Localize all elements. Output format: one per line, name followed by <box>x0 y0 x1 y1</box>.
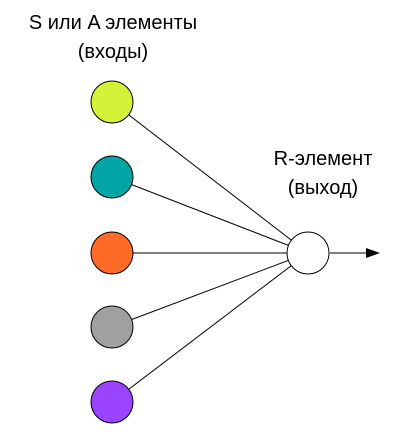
input-node-5 <box>90 380 134 424</box>
input-node-3 <box>90 231 134 275</box>
output-node <box>286 231 330 275</box>
connection-line-1 <box>111 101 309 254</box>
input-node-4 <box>90 305 134 349</box>
connection-line-5 <box>111 252 309 403</box>
output-title-line2: (выход) <box>288 177 358 199</box>
connection-line-4 <box>111 252 309 328</box>
output-arrow-head <box>366 248 380 258</box>
connections <box>111 101 309 403</box>
inputs-title-line2: (входы) <box>78 41 148 63</box>
inputs-title-line1: S или A элементы <box>29 12 197 34</box>
input-nodes <box>90 80 134 424</box>
input-node-1 <box>90 80 134 124</box>
connection-line-2 <box>111 176 309 254</box>
output-title-line1: R-элемент <box>274 148 373 170</box>
input-node-2 <box>90 155 134 199</box>
